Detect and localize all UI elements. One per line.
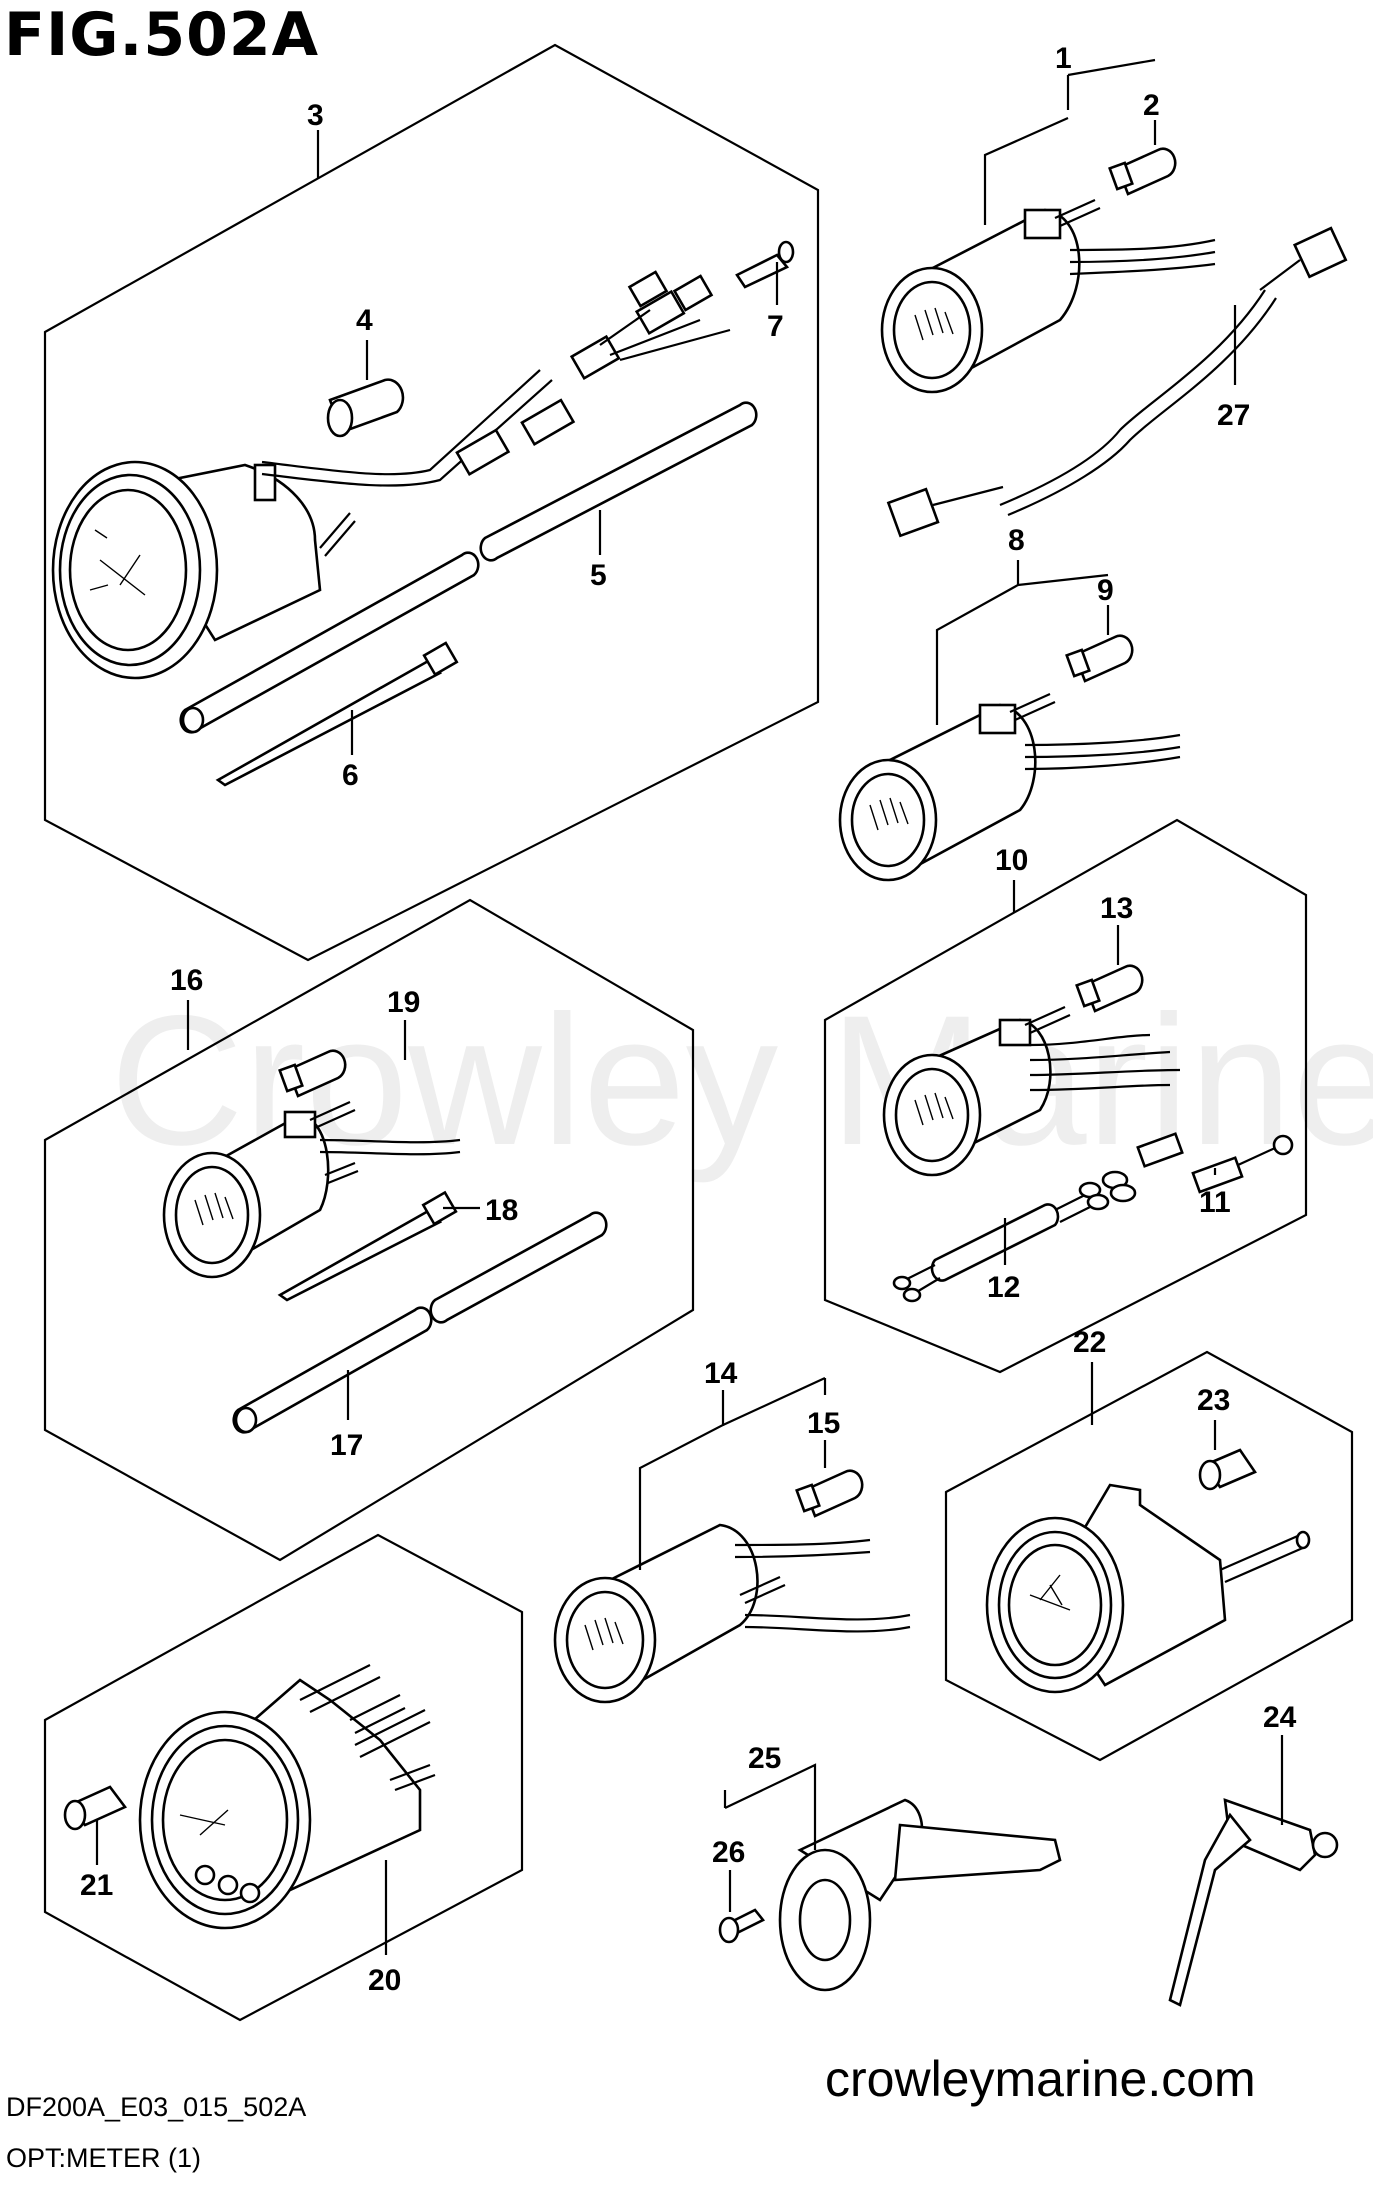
bulb-4 (326, 378, 405, 438)
harness-27 (886, 226, 1348, 538)
callout-4: 4 (356, 304, 373, 337)
gauge-22 (985, 1483, 1311, 1694)
bulb-21 (63, 1785, 128, 1831)
callout-17: 17 (330, 1429, 363, 1462)
leader-8 (935, 560, 1020, 725)
lead-12 (892, 1170, 1137, 1303)
sender-24 (1168, 1798, 1339, 2007)
callout-18: 18 (485, 1194, 518, 1227)
callout-20: 20 (368, 1964, 401, 1997)
leader-1 (983, 116, 1069, 225)
bulb-15 (795, 1469, 864, 1518)
callout-24: 24 (1263, 1701, 1297, 1734)
bulb-2 (1108, 147, 1177, 196)
callout-2: 2 (1143, 89, 1160, 122)
callout-25: 25 (748, 1742, 781, 1775)
callout-22: 22 (1073, 1326, 1106, 1359)
harness-3 (455, 270, 731, 477)
screw-26 (718, 1908, 766, 1944)
section-title: OPT:METER (1) (6, 2143, 202, 2173)
bulb-23 (1198, 1448, 1257, 1491)
callout-13: 13 (1100, 892, 1133, 925)
leader-14 (638, 1390, 725, 1570)
callout-8: 8 (1008, 524, 1025, 557)
bulb-19 (278, 1049, 347, 1098)
gauge-14 (553, 1523, 911, 1704)
group-box-22 (944, 1350, 1354, 1762)
callout-7: 7 (767, 310, 784, 343)
leader-lines (95, 58, 1284, 1955)
callout-23: 23 (1197, 1384, 1230, 1417)
callout-27: 27 (1217, 399, 1250, 432)
bracket-25 (778, 1798, 1062, 1992)
callout-5: 5 (590, 559, 607, 592)
callout-6: 6 (342, 759, 359, 792)
callout-21: 21 (80, 1869, 113, 1902)
website-label: crowleymarine.com (825, 2051, 1256, 2107)
tie-6 (215, 641, 459, 787)
bulb-13 (1075, 964, 1144, 1013)
diagram-code: DF200A_E03_015_502A (6, 2092, 307, 2122)
leader-25 (724, 1763, 817, 1850)
gauge-8 (838, 692, 1181, 882)
callout-26: 26 (712, 1836, 745, 1869)
group-box-16 (43, 898, 695, 1562)
leader-14b (722, 1377, 826, 1426)
terminal-7 (735, 240, 795, 289)
callout-11: 11 (1199, 1186, 1231, 1219)
callout-16: 16 (170, 964, 203, 997)
gauge-3 (51, 369, 553, 680)
tube-5 (179, 401, 758, 734)
bulb-9 (1065, 634, 1134, 683)
leader-8b (1017, 573, 1109, 587)
callout-15: 15 (807, 1407, 840, 1440)
group-box-10 (823, 818, 1308, 1374)
gauge-1 (880, 198, 1216, 394)
group-box-20 (43, 1533, 524, 2022)
tie-18 (277, 1190, 458, 1302)
gauge-20 (138, 1664, 436, 1930)
gauge-16 (162, 1100, 461, 1279)
lead-11 (1136, 1132, 1294, 1194)
callout-12: 12 (987, 1271, 1020, 1304)
leader-1c (1067, 58, 1156, 77)
figure-title: FIG.502A (4, 0, 320, 70)
group-box-3 (43, 43, 820, 962)
callout-9: 9 (1097, 574, 1114, 607)
tube-17 (232, 1211, 608, 1434)
callout-10: 10 (995, 844, 1028, 877)
gauge-10 (882, 1005, 1181, 1177)
callout-3: 3 (307, 99, 324, 132)
callout-14: 14 (704, 1357, 738, 1390)
callout-1: 1 (1055, 42, 1072, 75)
callout-19: 19 (387, 986, 420, 1019)
